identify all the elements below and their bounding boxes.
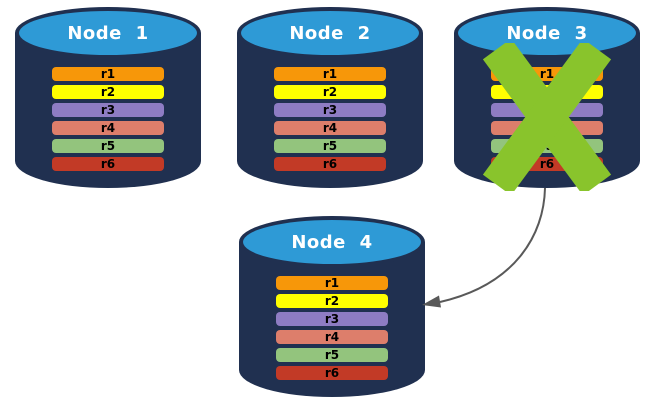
node-2-row-r6: r6 — [274, 157, 386, 171]
node-4-row-r4: r4 — [276, 330, 388, 344]
node-4-row-r5: r5 — [276, 348, 388, 362]
node-2-title: Node 2 — [289, 22, 371, 44]
node-2-row-r3: r3 — [274, 103, 386, 117]
node-3: Node 3 r1 r2 r3 r4 r5 r6 — [454, 7, 640, 191]
node-4-title: Node 4 — [291, 231, 373, 253]
node-4-row-r6: r6 — [276, 366, 388, 380]
node-4: Node 4 r1 r2 r3 r4 r5 r6 — [239, 216, 425, 397]
curved-arrow-head — [422, 295, 441, 308]
x-cross-bar-2 — [483, 43, 611, 191]
node-2: Node 2 r1 r2 r3 r4 r5 r6 — [237, 7, 423, 188]
node-1-row-stack: r1 r2 r3 r4 r5 r6 — [52, 67, 164, 171]
node-2-row-r5: r5 — [274, 139, 386, 153]
node-1-row-r4: r4 — [52, 121, 164, 135]
node-2-row-r1: r1 — [274, 67, 386, 81]
node-4-row-stack: r1 r2 r3 r4 r5 r6 — [276, 276, 388, 380]
node-3-title: Node 3 — [506, 22, 588, 44]
x-cross-icon — [483, 43, 611, 191]
node-4-row-r2: r2 — [276, 294, 388, 308]
node-1-row-r1: r1 — [52, 67, 164, 81]
node-1-title: Node 1 — [67, 22, 149, 44]
node-2-row-r4: r4 — [274, 121, 386, 135]
curved-arrow-icon — [422, 187, 546, 308]
node-2-cylinder-top: Node 2 — [237, 7, 423, 59]
node-3-cylinder-top: Node 3 — [454, 7, 640, 59]
node-2-row-r2: r2 — [274, 85, 386, 99]
node-1-row-r5: r5 — [52, 139, 164, 153]
node-4-row-r3: r3 — [276, 312, 388, 326]
node-1-row-r3: r3 — [52, 103, 164, 117]
node-1-cylinder-top: Node 1 — [15, 7, 201, 59]
curved-arrow-line — [439, 187, 546, 303]
node-2-row-stack: r1 r2 r3 r4 r5 r6 — [274, 67, 386, 171]
node-1: Node 1 r1 r2 r3 r4 r5 r6 — [15, 7, 201, 188]
node-4-row-r1: r1 — [276, 276, 388, 290]
node-1-row-r2: r2 — [52, 85, 164, 99]
node-1-row-r6: r6 — [52, 157, 164, 171]
node-4-cylinder-top: Node 4 — [239, 216, 425, 268]
